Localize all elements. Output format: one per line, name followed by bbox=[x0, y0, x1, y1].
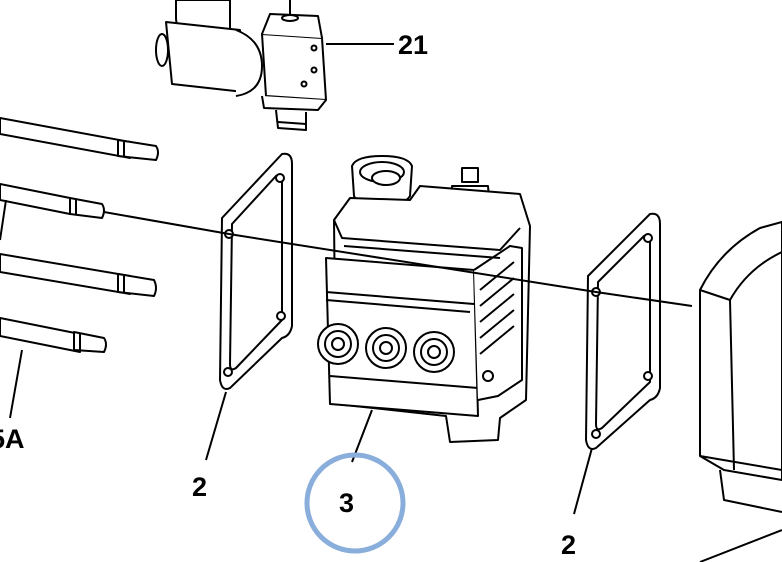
callout-2-right: 2 bbox=[561, 530, 576, 560]
highlight-ring bbox=[304, 452, 406, 554]
callout-21: 21 bbox=[398, 30, 428, 60]
part-21-fitting bbox=[155, 0, 327, 131]
tie-rod-studs bbox=[0, 117, 159, 353]
part-3-valve-block bbox=[317, 155, 531, 443]
leader-2-left bbox=[205, 391, 227, 461]
callout-5a: 5A bbox=[0, 424, 25, 454]
housing-partial bbox=[699, 221, 782, 562]
leader-2-right bbox=[573, 447, 593, 515]
leader-5a bbox=[9, 349, 23, 419]
callout-3: 3 bbox=[339, 488, 354, 518]
alignment-line bbox=[103, 211, 693, 307]
callout-2-left: 2 bbox=[192, 472, 207, 502]
gasket-right bbox=[585, 212, 661, 450]
gasket-left bbox=[219, 152, 293, 390]
leader-lines bbox=[0, 43, 593, 515]
